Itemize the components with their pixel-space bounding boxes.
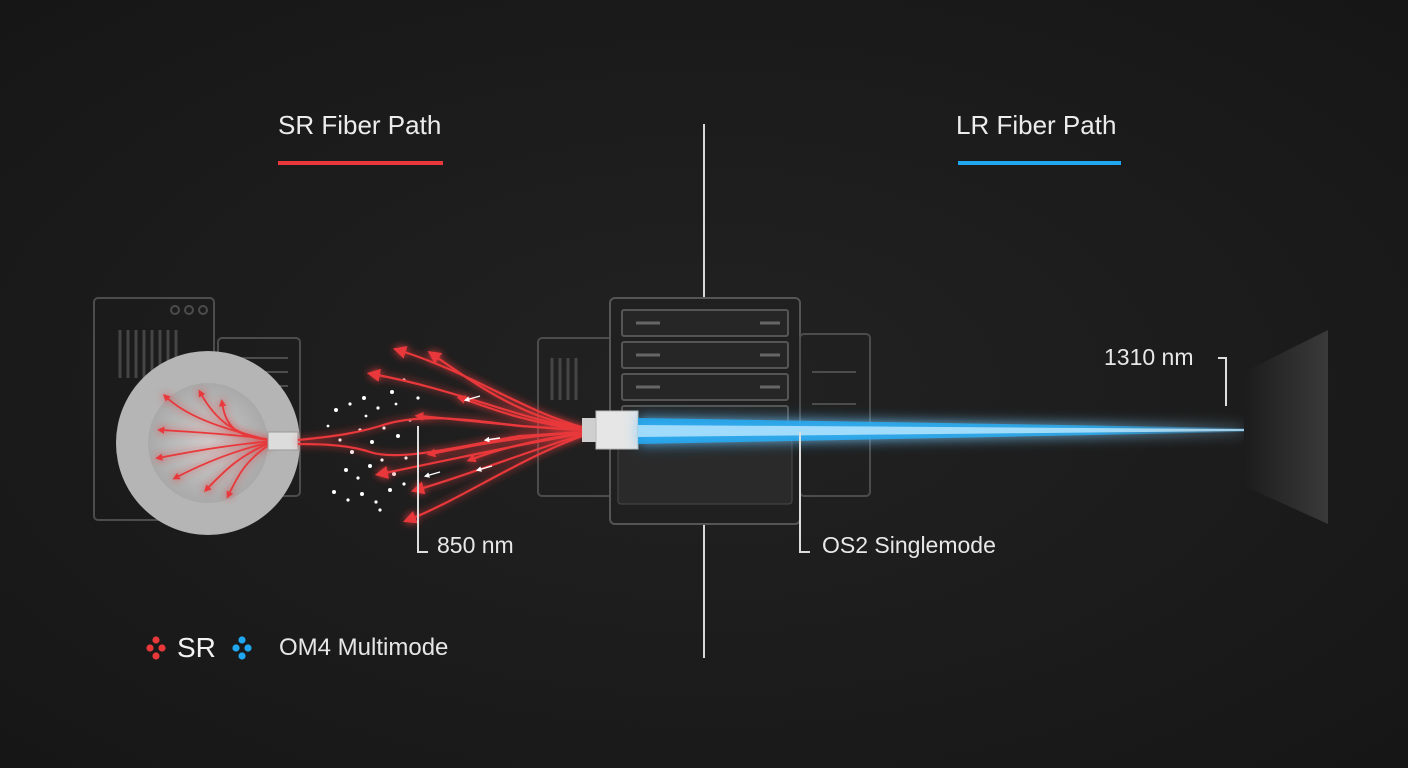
sr-multimode-rays <box>297 346 586 524</box>
lr-wavelength-callout <box>1218 357 1227 406</box>
sr-wavelength-callout <box>417 426 428 553</box>
lr-fiber-callout <box>799 432 810 553</box>
blue-dots-icon <box>232 636 252 660</box>
scatter-particles <box>326 378 420 512</box>
sr-white-direction-arrows <box>423 395 501 478</box>
transceiver-block <box>595 410 639 450</box>
lr-singlemode-beam <box>638 418 1244 444</box>
sr-title-underline <box>278 161 443 165</box>
red-dots-icon <box>146 636 166 660</box>
lr-fiber-path-title: LR Fiber Path <box>956 110 1117 140</box>
lr-fiber-type-label: OS2 Singlemode <box>822 532 996 558</box>
transceiver-connector <box>582 418 598 442</box>
sr-fiber-path-title: SR Fiber Path <box>278 110 442 140</box>
lr-wavelength-label: 1310 nm <box>1104 344 1194 370</box>
lr-title-underline <box>958 161 1121 165</box>
multimode-fiber-core-icon <box>116 351 300 535</box>
receiver-detector-icon <box>1244 330 1328 524</box>
sr-wavelength-label: 850 nm <box>437 532 514 558</box>
center-server-rack-icon <box>537 297 871 525</box>
legend-multimode-label: OM4 Multimode <box>279 634 449 661</box>
legend-sr-label: SR <box>177 632 216 663</box>
